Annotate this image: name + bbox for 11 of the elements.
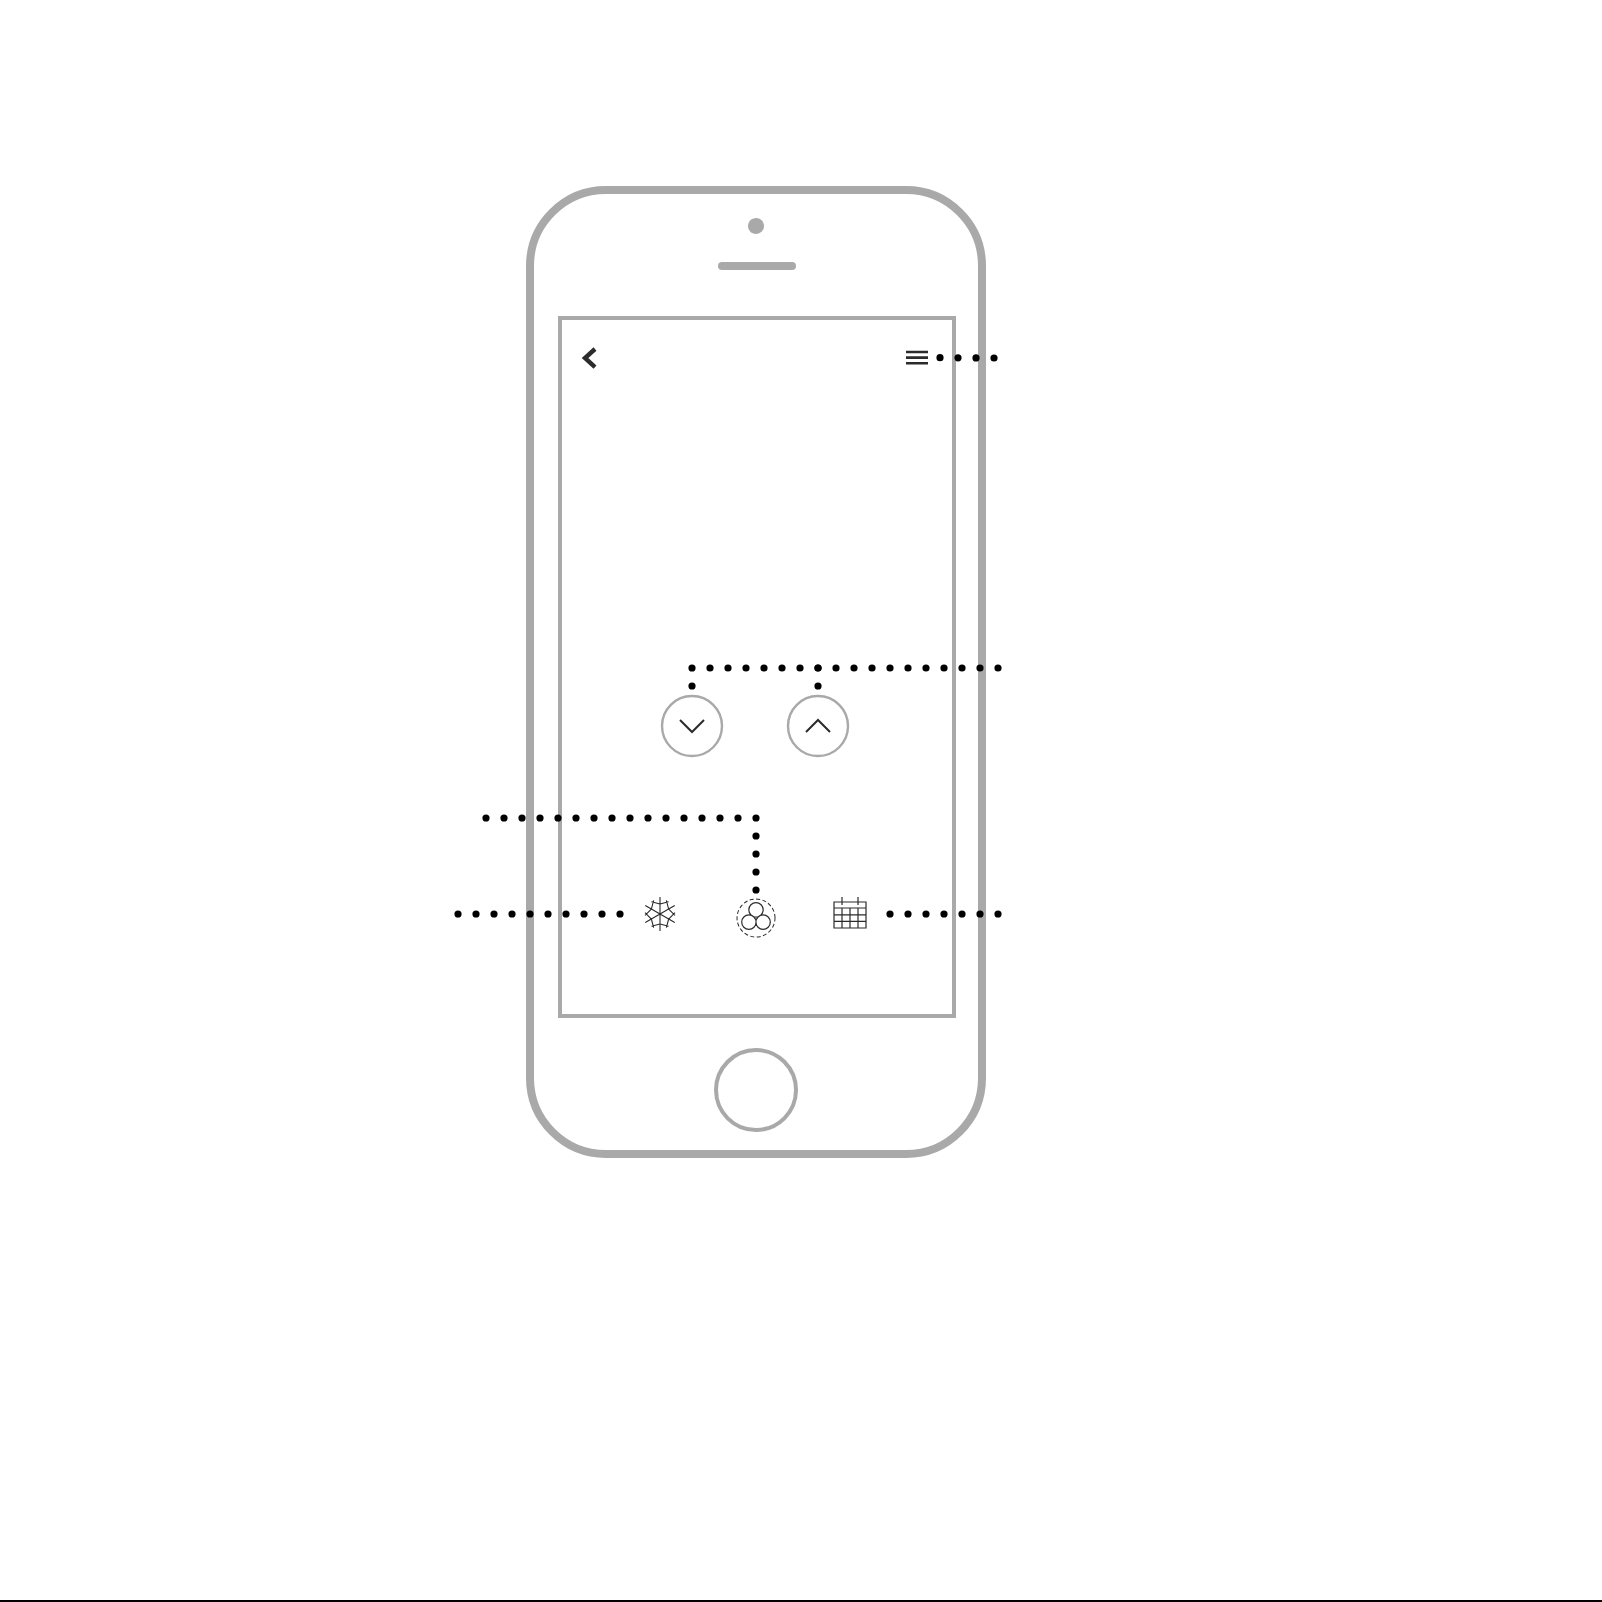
leader-line — [886, 910, 1002, 918]
round-button — [786, 694, 850, 758]
menu-icon — [904, 350, 930, 365]
round-button — [660, 694, 724, 758]
leader-line — [936, 354, 998, 362]
snowflake-icon — [644, 896, 676, 932]
leader-line — [482, 814, 760, 894]
leader-line — [454, 910, 624, 918]
fan-icon — [736, 898, 776, 938]
calendar-icon — [833, 896, 867, 929]
leader-line — [688, 664, 1002, 690]
